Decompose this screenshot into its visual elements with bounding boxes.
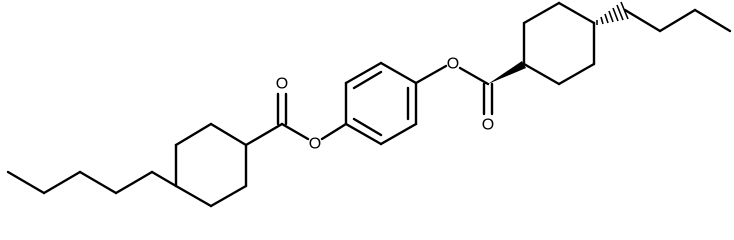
oxygen-atom-ester-left: O [309,136,321,153]
bond [6,170,46,195]
butyl-chain [596,1,732,33]
bond [379,61,418,85]
wedge-bond [488,61,526,84]
bond [557,1,596,25]
aromatic-inner-bond [352,117,383,137]
bond [623,8,662,33]
bond [174,122,213,147]
bond [209,184,248,208]
bond [522,1,561,25]
chemical-structure-diagram: O O O O [6,1,732,208]
bond [280,122,310,141]
atom-labels: O O O O [276,56,494,153]
ester-group-left [244,92,348,147]
oxygen-atom-carbonyl-right: O [482,117,494,134]
bond [320,122,348,141]
benzene-ring [344,61,418,146]
ester-group-right [414,64,494,116]
bond [344,122,383,146]
bond [42,170,82,195]
bond [244,122,284,147]
bond [658,8,697,33]
aromatic-inner-bond [352,70,383,90]
bond [209,122,248,147]
cyclohexane-ring-right [488,1,596,86]
bond [414,64,448,85]
bond [344,61,383,85]
cyclohexane-ring-left [174,122,248,208]
bond [557,62,596,86]
bond [522,62,561,86]
bond [150,170,178,188]
bond [693,8,732,33]
oxygen-atom-carbonyl-left: O [276,76,288,93]
bond [174,184,213,208]
oxygen-atom-ester-right: O [447,56,459,73]
hashed-wedge-bond [596,1,629,25]
bond [78,170,118,195]
bond [114,170,154,195]
bond [379,122,418,146]
bond [458,66,490,86]
pentyl-chain [6,170,178,195]
